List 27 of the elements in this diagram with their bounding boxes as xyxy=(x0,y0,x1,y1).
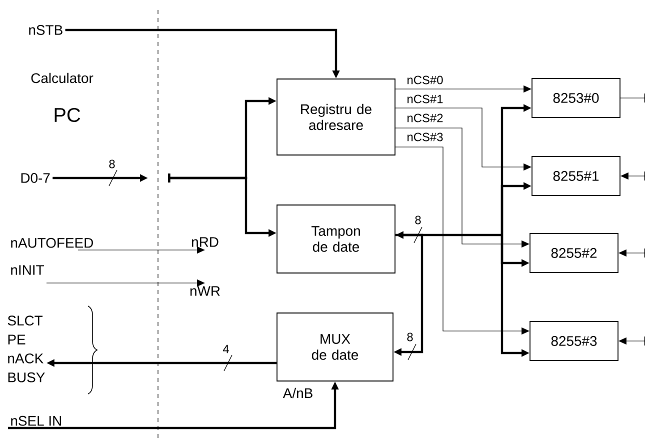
edge-label: nCS#2 xyxy=(406,112,444,124)
signal-label: nINIT xyxy=(11,265,44,275)
block-box: MUX de date xyxy=(276,312,394,382)
chip-box: 8255#2 xyxy=(530,233,618,273)
block-box: Registru de adresare xyxy=(276,78,396,156)
chip-box: 8255#3 xyxy=(530,321,618,361)
chip-box: 8255#1 xyxy=(532,156,620,196)
signal-label: A/nB xyxy=(282,388,312,398)
signal-label: nAUTOFEED xyxy=(11,238,93,248)
signal-label: nRD xyxy=(192,237,218,247)
signal-label: D0-7 xyxy=(21,173,50,183)
edge-label: 8 xyxy=(406,332,414,342)
line xyxy=(620,93,645,103)
signal-group: SLCT PE nACK BUSY xyxy=(8,306,98,394)
chip-box: 8253#0 xyxy=(532,78,620,118)
edge-label: nCS#0 xyxy=(406,74,444,86)
text-label: 8 xyxy=(415,216,421,224)
edge-label: 4 xyxy=(222,344,230,354)
edge-label: 8 xyxy=(108,158,116,170)
edge-label: nCS#3 xyxy=(406,132,444,142)
signal-label: nWR xyxy=(190,286,220,296)
text-label: PC xyxy=(54,108,80,122)
edge-label: nCS#1 xyxy=(406,94,444,104)
block-box: Tampon de date xyxy=(276,204,396,274)
text-label: Calculator xyxy=(31,72,94,84)
signal-label: nSEL IN xyxy=(11,416,61,426)
signal-label: nSTB xyxy=(29,25,62,35)
